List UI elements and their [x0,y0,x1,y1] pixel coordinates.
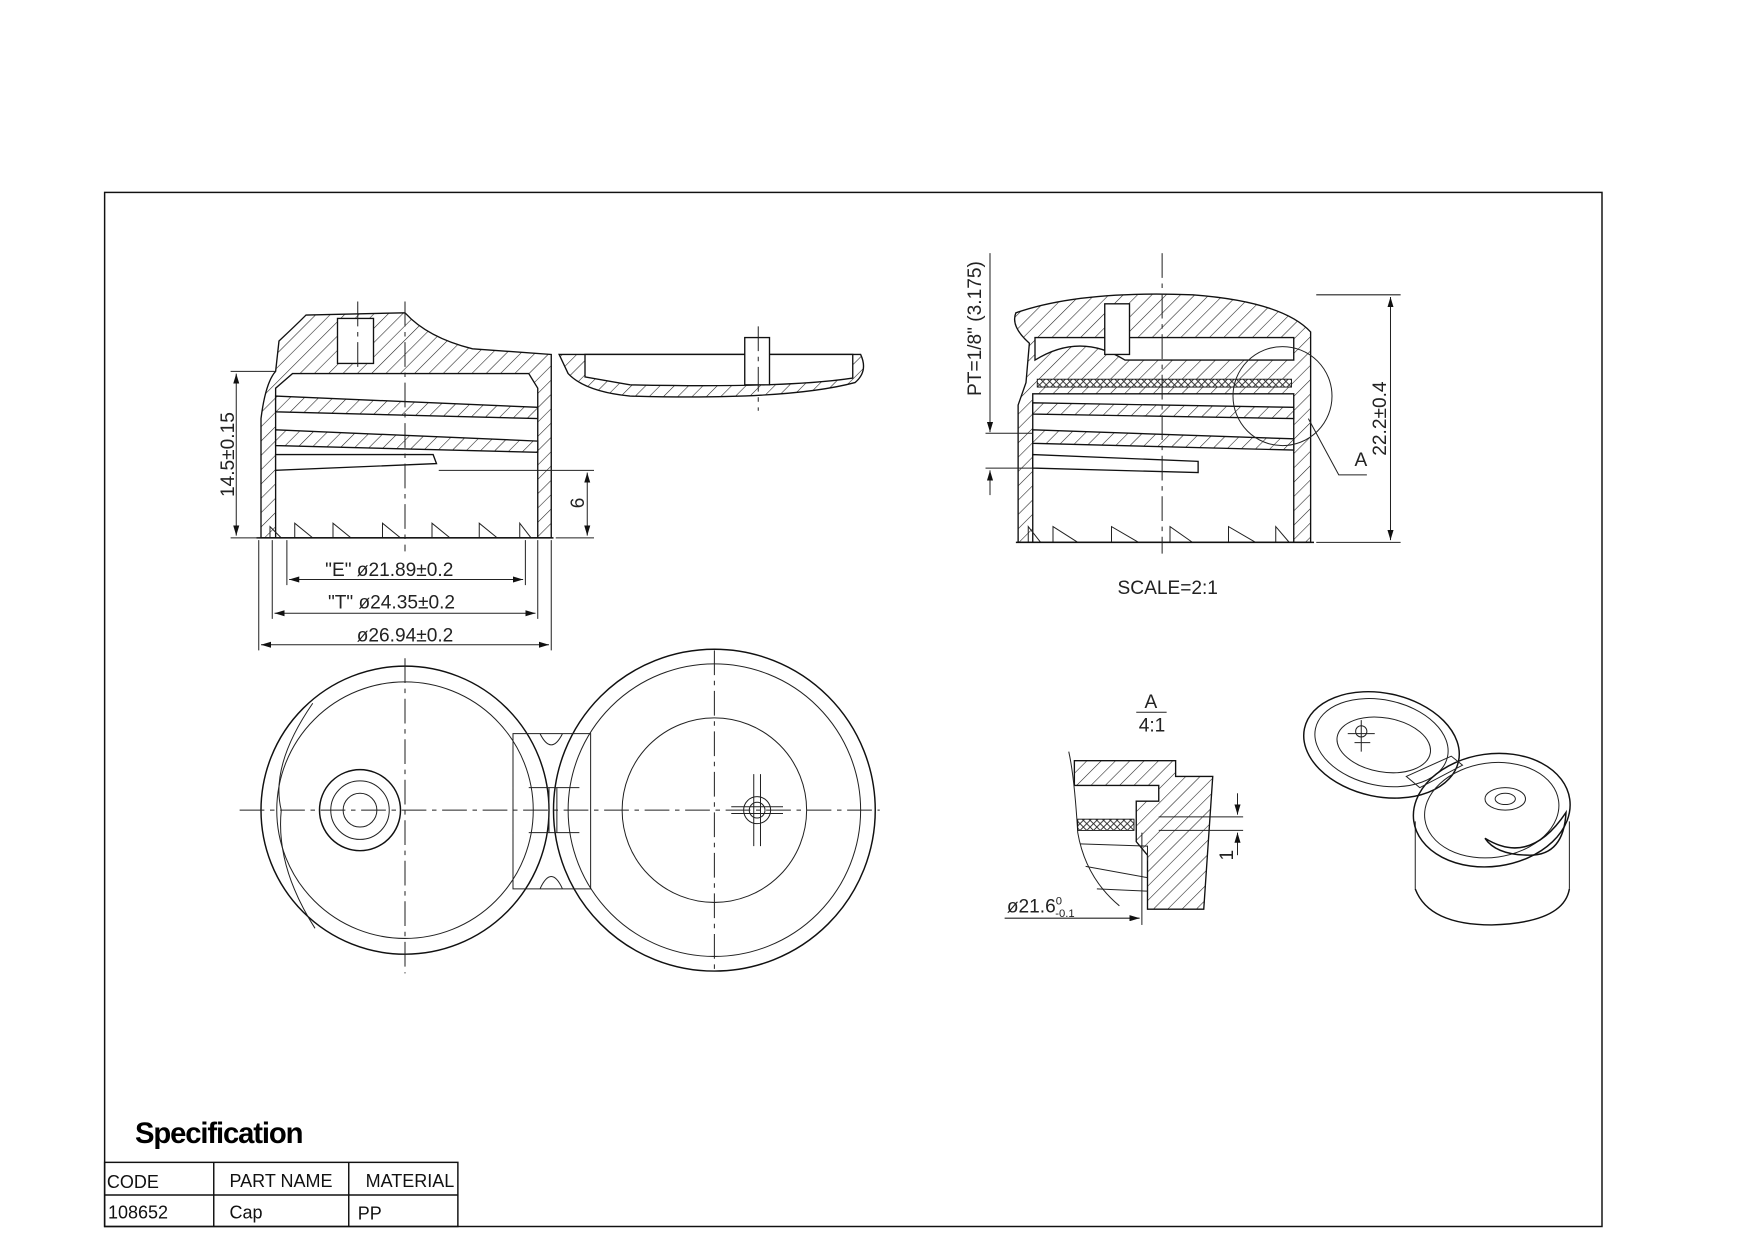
detail-scale: 4:1 [1139,715,1166,736]
header-code: CODE [107,1172,159,1192]
cap-section-view: 14.5±0.15 6 "E" ø21.89±0.2 "T" ø24.35±0.… [218,301,865,651]
header-part-name: PART NAME [230,1171,333,1191]
inner-diameter-dimension: ø21.60-0.1 [1007,896,1075,920]
specification-title: Specification [135,1118,303,1150]
detail-a-view: A 4:1 1 ø21.60-0.1 [1004,692,1244,925]
header-material: MATERIAL [366,1171,455,1191]
cap-isometric-view [1302,690,1571,926]
t-diameter-dimension: "T" ø24.35±0.2 [328,593,455,614]
cell-code: 108652 [108,1203,168,1223]
detail-label: A [1145,692,1158,713]
specification-block: Specification CODE PART NAME MATERIAL 10… [103,1118,459,1228]
detail-a-callout: A [1355,450,1368,471]
thread-pitch-dimension: PT=1/8" (3.175) [965,261,986,396]
detail-a-callout-circle [1232,346,1333,447]
cap-plan-view [239,648,880,974]
cell-part-name: Cap [230,1203,263,1223]
overall-height-dimension: 22.2±0.4 [1370,381,1391,456]
outer-diameter-dimension: ø26.94±0.2 [357,625,454,646]
thread-height-dimension: 6 [568,498,589,509]
gap-dimension: 1 [1217,850,1238,861]
scale-label: SCALE=2:1 [1118,578,1218,599]
drawing-frame [103,191,1603,1228]
height-dimension: 14.5±0.15 [218,412,239,497]
cap-closed-section-view: A 22.2±0.4 PT=1/8" (3.175) SCALE=2:1 [965,253,1401,599]
cell-material: PP [358,1204,382,1224]
e-diameter-dimension: "E" ø21.89±0.2 [325,560,453,581]
